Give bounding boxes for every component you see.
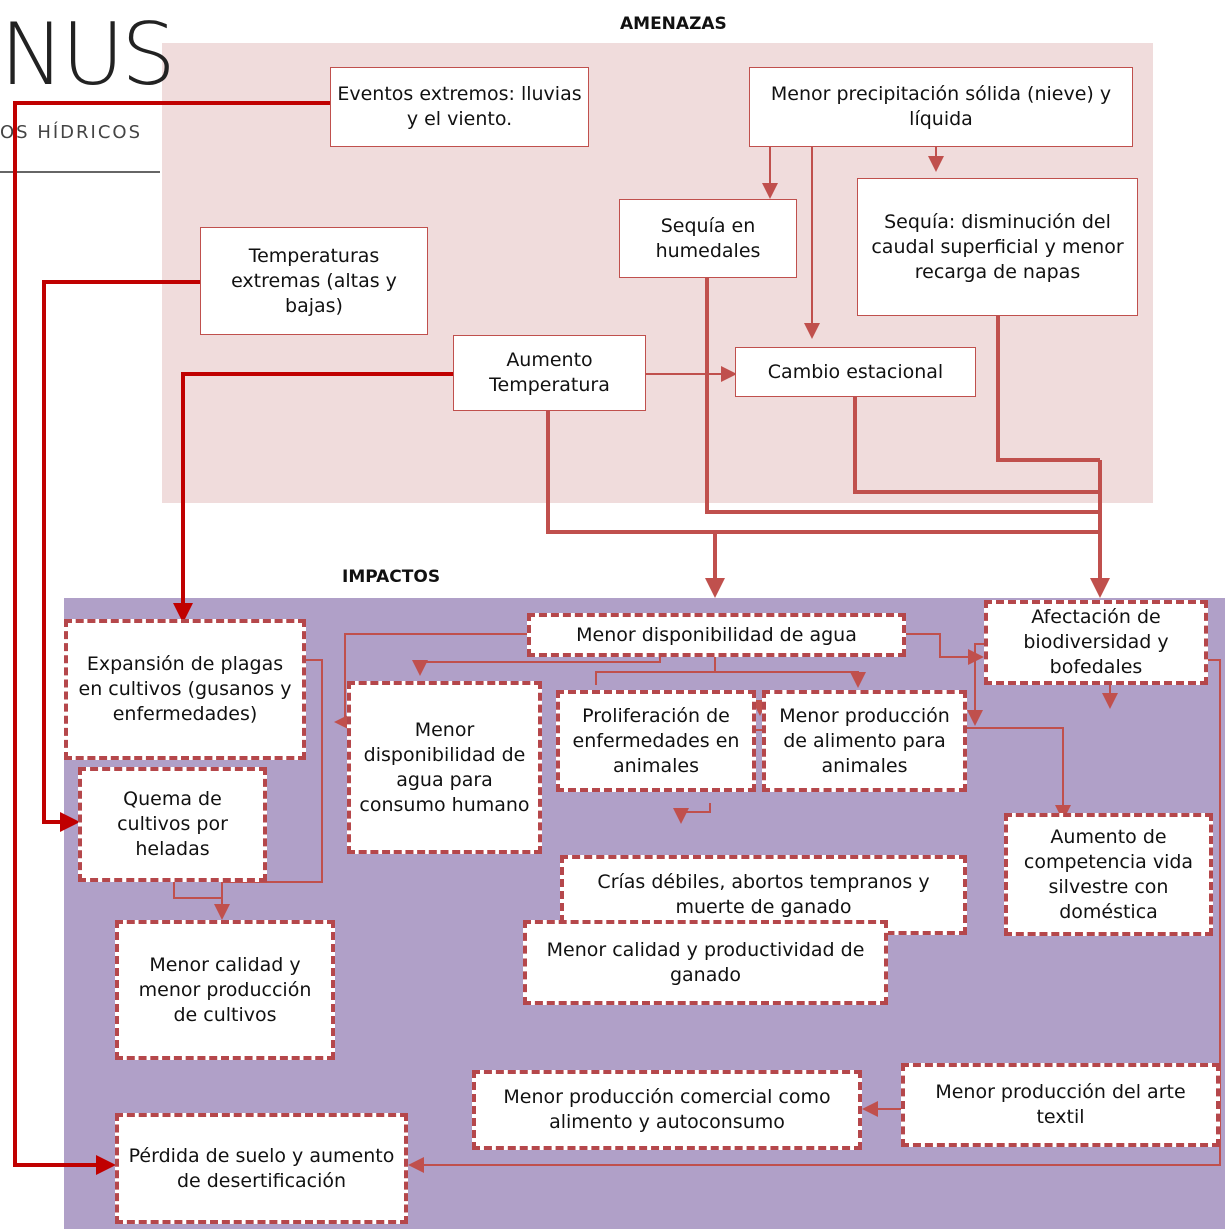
threat-less-precipitation-label: Menor precipitación sólida (nieve) y líq…	[770, 83, 1112, 130]
impact-water-availability-label: Menor disponibilidad de agua	[576, 623, 857, 646]
threat-extreme-temperatures: Temperaturas extremas (altas y bajas)	[200, 227, 428, 335]
impact-livestock-quality: Menor calidad y productividad de ganado	[523, 920, 888, 1005]
impact-commercial-production: Menor producción comercial como alimento…	[472, 1070, 862, 1150]
impact-frost-burn-label: Quema de cultivos por heladas	[117, 788, 228, 860]
logo-text: NUS	[0, 5, 176, 105]
impact-animal-disease: Proliferación de enfermedades en animale…	[556, 690, 756, 792]
threat-wetland-drought: Sequía en humedales	[619, 199, 797, 278]
impact-animal-food: Menor producción de alimento para animal…	[762, 690, 967, 792]
impact-soil-loss: Pérdida de suelo y aumento de desertific…	[115, 1113, 408, 1224]
impact-biodiversity-label: Afectación de biodiversidad y bofedales	[1023, 606, 1169, 678]
logo-subtitle: OS HÍDRICOS	[0, 122, 142, 143]
threat-temperature-rise-label: Aumento Temperatura	[489, 349, 610, 396]
threat-extreme-events-label: Eventos extremos: lluvias y el viento.	[337, 83, 582, 130]
logo-divider	[0, 171, 160, 173]
impact-animal-disease-label: Proliferación de enfermedades en animale…	[572, 704, 740, 777]
impact-pest-expansion-label: Expansión de plagas en cultivos (gusanos…	[78, 653, 292, 725]
threat-drought-flow: Sequía: disminución del caudal superfici…	[857, 178, 1138, 316]
impact-weak-offspring-label: Crías débiles, abortos tempranos y muert…	[597, 871, 930, 918]
impact-pest-expansion: Expansión de plagas en cultivos (gusanos…	[64, 619, 306, 760]
impact-textile-production-label: Menor producción del arte textil	[935, 1081, 1186, 1128]
impact-crop-quality: Menor calidad y menor producción de cult…	[115, 920, 335, 1060]
impact-livestock-quality-label: Menor calidad y productividad de ganado	[546, 938, 865, 986]
impact-commercial-production-label: Menor producción comercial como alimento…	[503, 1086, 831, 1133]
impact-animal-food-label: Menor producción de alimento para animal…	[779, 704, 950, 777]
impact-human-water-label: Menor disponibilidad de agua para consum…	[359, 718, 530, 816]
impact-wildlife-competition-label: Aumento de competencia vida silvestre co…	[1023, 825, 1194, 923]
impact-soil-loss-label: Pérdida de suelo y aumento de desertific…	[128, 1144, 395, 1192]
threat-extreme-events: Eventos extremos: lluvias y el viento.	[330, 67, 589, 147]
threat-drought-flow-label: Sequía: disminución del caudal superfici…	[871, 210, 1124, 283]
impacts-title: IMPACTOS	[342, 567, 441, 587]
impact-water-availability: Menor disponibilidad de agua	[527, 613, 906, 657]
impact-crop-quality-label: Menor calidad y menor producción de cult…	[138, 953, 312, 1026]
impact-textile-production: Menor producción del arte textil	[901, 1063, 1220, 1147]
threat-wetland-drought-label: Sequía en humedales	[655, 214, 761, 262]
threat-temperature-rise: Aumento Temperatura	[453, 335, 646, 411]
impact-human-water: Menor disponibilidad de agua para consum…	[347, 681, 542, 854]
impact-biodiversity: Afectación de biodiversidad y bofedales	[984, 600, 1208, 685]
threat-less-precipitation: Menor precipitación sólida (nieve) y líq…	[749, 67, 1133, 147]
impact-wildlife-competition: Aumento de competencia vida silvestre co…	[1004, 813, 1213, 936]
threat-seasonal-change: Cambio estacional	[735, 347, 976, 397]
threat-seasonal-change-label: Cambio estacional	[767, 360, 944, 383]
impact-frost-burn: Quema de cultivos por heladas	[78, 767, 267, 882]
threat-extreme-temperatures-label: Temperaturas extremas (altas y bajas)	[231, 244, 397, 317]
threats-title: AMENAZAS	[620, 14, 727, 34]
